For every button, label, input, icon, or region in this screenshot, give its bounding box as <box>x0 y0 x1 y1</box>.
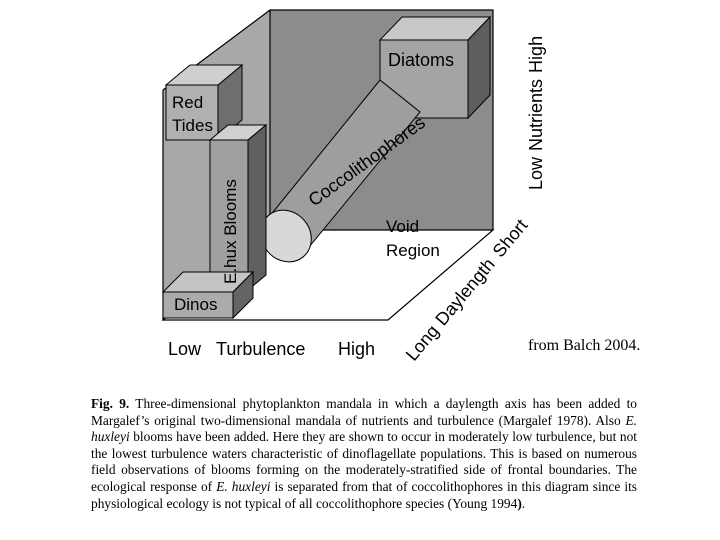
figure-label: Fig. 9. <box>91 396 130 411</box>
daylength-short-label: Short <box>489 215 532 261</box>
caption-text-1: Three-dimensional phytoplankton mandala … <box>91 396 637 428</box>
attribution-text: from Balch 2004. <box>528 337 641 354</box>
caption-species-1: E. huxleyi <box>91 412 637 445</box>
void-region-label-line1: Void <box>386 217 419 236</box>
figure-caption: Fig. 9. Three-dimensional phytoplankton … <box>91 396 637 512</box>
turbulence-axis-title: Turbulence <box>216 339 305 359</box>
red-tides-box <box>164 63 244 142</box>
coccolithophores-tube <box>260 79 421 263</box>
red-tides-label-line2: Tides <box>172 116 213 135</box>
cube-edges <box>162 9 494 320</box>
caption-species-2: E. huxleyi <box>216 478 271 494</box>
dinos-label: Dinos <box>174 295 217 314</box>
caption-text-2: blooms have been added. Here they are sh… <box>91 429 637 494</box>
caption-text-3: is separated from that of coccolithophor… <box>91 478 637 511</box>
red-tides-label-line1: Red <box>172 93 203 112</box>
nutrients-low-label: Low <box>526 156 546 190</box>
diatoms-box <box>378 15 492 120</box>
turbulence-high-label: High <box>338 339 375 359</box>
nutrients-axis-title: Low Nutrients High <box>526 36 546 190</box>
nutrients-title: Nutrients <box>526 79 546 151</box>
turbulence-low-label: Low <box>168 339 202 359</box>
caption-text-4: . <box>521 495 526 511</box>
caption-paren: ) <box>517 495 522 511</box>
ehux-column <box>208 123 268 292</box>
diatoms-label: Diatoms <box>388 50 454 70</box>
dinos-box <box>161 270 255 320</box>
nutrients-high-label: High <box>526 36 546 73</box>
void-region-label-line2: Region <box>386 241 440 260</box>
ehux-blooms-label: E.hux Blooms <box>221 179 240 284</box>
daylength-long-label: Long <box>402 321 443 365</box>
